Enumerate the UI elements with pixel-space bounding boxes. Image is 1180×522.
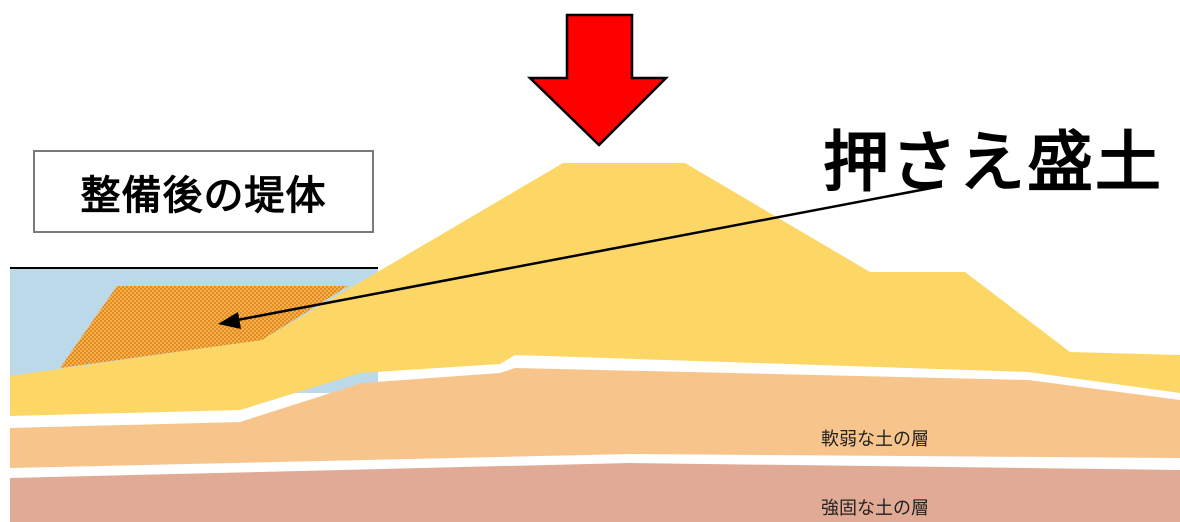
soft-soil-layer	[10, 368, 1180, 468]
diagram-title: 整備後の堤体	[33, 150, 374, 233]
soft-soil-label: 軟弱な土の層	[821, 429, 929, 450]
leader-line	[231, 184, 943, 323]
counterweight-berm	[60, 286, 348, 368]
down-arrow-icon	[526, 13, 670, 147]
hard-soil-label: 強固な土の層	[821, 498, 929, 519]
embankment-body	[10, 163, 1180, 416]
hard-soil-layer	[10, 463, 1180, 522]
callout-label: 押さえ盛土	[823, 124, 1163, 201]
leader-arrowhead	[218, 312, 241, 329]
